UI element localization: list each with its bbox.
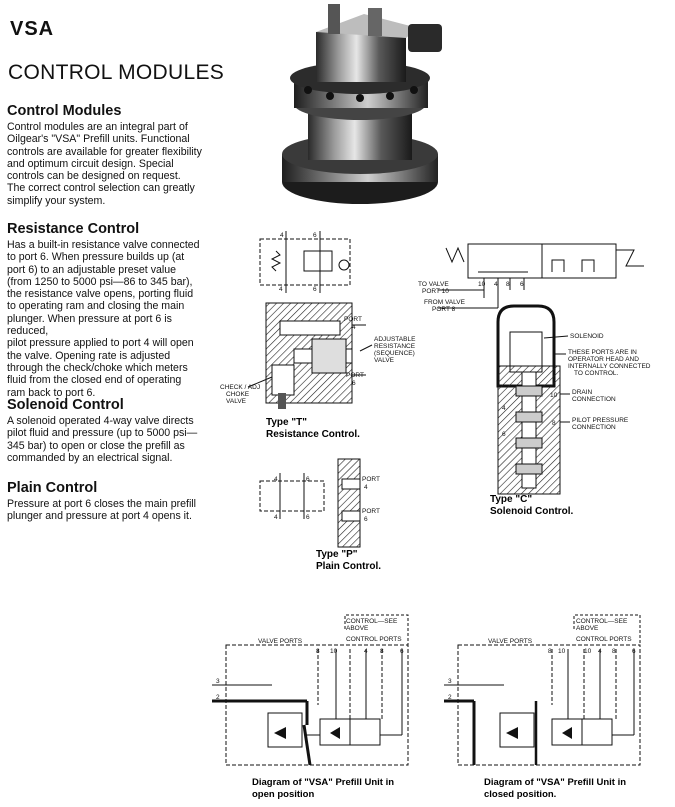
section-body: Has a built-in resistance valve connecte… xyxy=(7,239,200,399)
section-body: Pressure at port 6 closes the main prefi… xyxy=(7,498,197,523)
brand-title: VSA xyxy=(10,18,55,40)
svg-text:PORT 10: PORT 10 xyxy=(422,288,449,295)
svg-text:PILOT PRESSURE: PILOT PRESSURE xyxy=(572,417,629,424)
svg-text:6: 6 xyxy=(400,648,404,655)
closed-diagram-caption: Diagram of "VSA" Prefill Unit in xyxy=(484,777,626,788)
svg-text:4: 4 xyxy=(364,648,368,655)
svg-text:10: 10 xyxy=(330,648,338,655)
svg-text:FROM VALVE: FROM VALVE xyxy=(424,299,466,306)
svg-text:8: 8 xyxy=(506,281,510,288)
svg-text:PORT 8: PORT 8 xyxy=(432,306,456,313)
svg-text:4: 4 xyxy=(274,476,278,483)
prefill-valve-photo xyxy=(282,4,442,204)
section-plain-control: Plain Control Pressure at port 6 closes … xyxy=(7,480,212,523)
svg-text:6: 6 xyxy=(364,516,368,523)
svg-text:TO CONTROL.: TO CONTROL. xyxy=(574,370,618,377)
type-c-solenoid-diagram: 10 4 8 6 TO VALVE PORT 10 FROM VALVE POR… xyxy=(418,243,651,517)
section-solenoid-control: Solenoid Control A solenoid operated 4-w… xyxy=(7,397,212,464)
section-heading: Solenoid Control xyxy=(7,397,124,413)
svg-text:8: 8 xyxy=(548,648,552,655)
svg-text:CONTROL—SEE: CONTROL—SEE xyxy=(576,618,628,625)
svg-text:4: 4 xyxy=(494,281,498,288)
closed-diagram-caption-2: closed position. xyxy=(484,789,556,800)
svg-text:OPERATOR HEAD AND: OPERATOR HEAD AND xyxy=(568,356,639,363)
svg-text:(SEQUENCE): (SEQUENCE) xyxy=(374,350,415,357)
open-position-diagram: CONTROL—SEE ABOVE VALVE PORTS CONTROL PO… xyxy=(212,614,409,800)
type-p-caption-2: Plain Control. xyxy=(316,561,381,572)
type-c-caption: Type "C" xyxy=(490,494,532,505)
svg-text:SOLENOID: SOLENOID xyxy=(570,333,604,340)
svg-text:6: 6 xyxy=(306,476,310,483)
svg-text:CHECK / ADJ: CHECK / ADJ xyxy=(220,384,260,391)
svg-text:PORT: PORT xyxy=(344,316,362,323)
svg-text:8: 8 xyxy=(316,648,320,655)
svg-text:6: 6 xyxy=(352,380,356,387)
type-t-resistance-diagram: 4 6 4 6 PORT 4 ADJUSTABLE RESISTANCE (SE… xyxy=(220,231,416,440)
svg-text:3: 3 xyxy=(448,678,452,685)
svg-text:TO VALVE: TO VALVE xyxy=(418,281,449,288)
page-title: CONTROL MODULES xyxy=(8,61,225,84)
svg-text:RESISTANCE: RESISTANCE xyxy=(374,343,416,350)
svg-text:6: 6 xyxy=(313,232,317,239)
closed-position-diagram: CONTROL—SEE ABOVE VALVE PORTS CONTROL PO… xyxy=(444,614,641,800)
svg-text:3: 3 xyxy=(216,678,220,685)
svg-text:4: 4 xyxy=(502,405,506,412)
svg-text:8: 8 xyxy=(552,420,556,427)
svg-text:INTERNALLY CONNECTED: INTERNALLY CONNECTED xyxy=(568,363,651,370)
svg-text:4: 4 xyxy=(274,514,278,521)
section-heading: Control Modules xyxy=(7,103,122,119)
svg-text:ABOVE: ABOVE xyxy=(346,625,369,632)
svg-text:4: 4 xyxy=(598,648,602,655)
open-diagram-caption: Diagram of "VSA" Prefill Unit in xyxy=(252,777,394,788)
svg-text:4: 4 xyxy=(279,286,283,293)
svg-text:10: 10 xyxy=(550,392,558,399)
svg-text:2: 2 xyxy=(448,694,452,701)
svg-text:6: 6 xyxy=(502,431,506,438)
type-c-caption-2: Solenoid Control. xyxy=(490,506,574,517)
svg-text:8: 8 xyxy=(612,648,616,655)
open-diagram-caption-2: open position xyxy=(252,789,314,800)
svg-text:DRAIN: DRAIN xyxy=(572,389,593,396)
section-heading: Plain Control xyxy=(7,480,98,496)
type-p-caption: Type "P" xyxy=(316,549,358,560)
svg-text:6: 6 xyxy=(632,648,636,655)
svg-text:6: 6 xyxy=(313,286,317,293)
svg-text:CHOKE: CHOKE xyxy=(226,391,250,398)
svg-text:6: 6 xyxy=(306,514,310,521)
svg-text:10: 10 xyxy=(584,648,592,655)
svg-text:PORT: PORT xyxy=(346,372,364,379)
svg-text:PORT: PORT xyxy=(362,508,380,515)
svg-text:VALVE PORTS: VALVE PORTS xyxy=(258,638,303,645)
svg-text:THESE PORTS ARE IN: THESE PORTS ARE IN xyxy=(568,349,637,356)
type-p-plain-diagram: 4 6 4 6 PORT 4 PORT 6 Type "P" Plain Con… xyxy=(259,458,381,572)
svg-text:8: 8 xyxy=(380,648,384,655)
svg-text:ADJUSTABLE: ADJUSTABLE xyxy=(374,336,416,343)
svg-text:CONTROL PORTS: CONTROL PORTS xyxy=(346,636,402,643)
section-resistance-control: Resistance Control Has a built-in resist… xyxy=(7,221,212,399)
svg-text:6: 6 xyxy=(520,281,524,288)
svg-text:CONNECTION: CONNECTION xyxy=(572,396,616,403)
section-control-modules: Control Modules Control modules are an i… xyxy=(7,103,212,207)
svg-text:10: 10 xyxy=(478,281,486,288)
svg-text:CONTROL—SEE: CONTROL—SEE xyxy=(346,618,398,625)
svg-text:VALVE: VALVE xyxy=(226,398,247,405)
svg-text:VALVE PORTS: VALVE PORTS xyxy=(488,638,533,645)
type-t-caption: Type "T" xyxy=(266,417,307,428)
svg-text:4: 4 xyxy=(364,484,368,491)
type-t-caption-2: Resistance Control. xyxy=(266,429,360,440)
svg-text:4: 4 xyxy=(352,324,356,331)
svg-text:VALVE: VALVE xyxy=(374,357,395,364)
svg-text:PORT: PORT xyxy=(362,476,380,483)
svg-text:CONTROL PORTS: CONTROL PORTS xyxy=(576,636,632,643)
svg-text:4: 4 xyxy=(280,232,284,239)
svg-text:2: 2 xyxy=(216,694,220,701)
svg-text:ABOVE: ABOVE xyxy=(576,625,599,632)
svg-text:CONNECTION: CONNECTION xyxy=(572,424,616,431)
section-heading: Resistance Control xyxy=(7,221,140,237)
svg-text:10: 10 xyxy=(558,648,566,655)
